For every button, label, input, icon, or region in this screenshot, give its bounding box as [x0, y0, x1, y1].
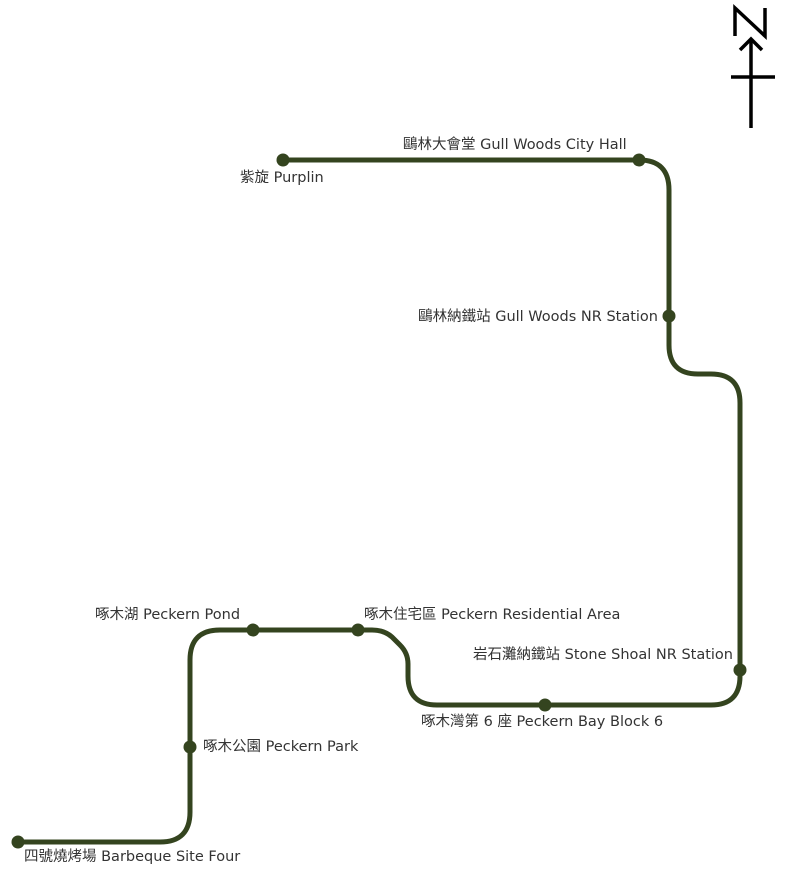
- stop-dot-peckern-pond[interactable]: [246, 623, 260, 637]
- compass-letter-n: [733, 3, 767, 41]
- stop-label-gull-woods-city-hall: 鷗林大會堂 Gull Woods City Hall: [403, 135, 627, 153]
- route-line: [15, 157, 743, 845]
- stop-dot-stone-shoal-nr-station[interactable]: [733, 663, 747, 677]
- stop-dot-barbeque-site-four[interactable]: [11, 835, 25, 849]
- stop-dot-purplin[interactable]: [276, 153, 290, 167]
- stop-label-stone-shoal-nr-station: 岩石灘納鐵站 Stone Shoal NR Station: [473, 645, 733, 663]
- stop-label-peckern-bay-block-6: 啄木灣第 6 座 Peckern Bay Block 6: [421, 712, 663, 730]
- stop-dot-peckern-bay-block-6[interactable]: [538, 698, 552, 712]
- stop-dot-gull-woods-nr-station[interactable]: [662, 309, 676, 323]
- stop-label-purplin: 紫旋 Purplin: [240, 169, 324, 186]
- stop-label-peckern-pond: 啄木湖 Peckern Pond: [95, 606, 240, 623]
- stop-dot-peckern-park[interactable]: [183, 740, 197, 754]
- stop-dot-peckern-residential-area[interactable]: [351, 623, 365, 637]
- stop-dot-gull-woods-city-hall[interactable]: [632, 153, 646, 167]
- stop-label-gull-woods-nr-station: 鷗林納鐵站 Gull Woods NR Station: [418, 307, 658, 325]
- stop-label-barbeque-site-four: 四號燒烤場 Barbeque Site Four: [24, 848, 240, 865]
- stop-label-peckern-park: 啄木公園 Peckern Park: [203, 738, 359, 755]
- north-arrow-icon: [731, 3, 775, 128]
- stop-label-peckern-residential-area: 啄木住宅區 Peckern Residential Area: [364, 606, 620, 623]
